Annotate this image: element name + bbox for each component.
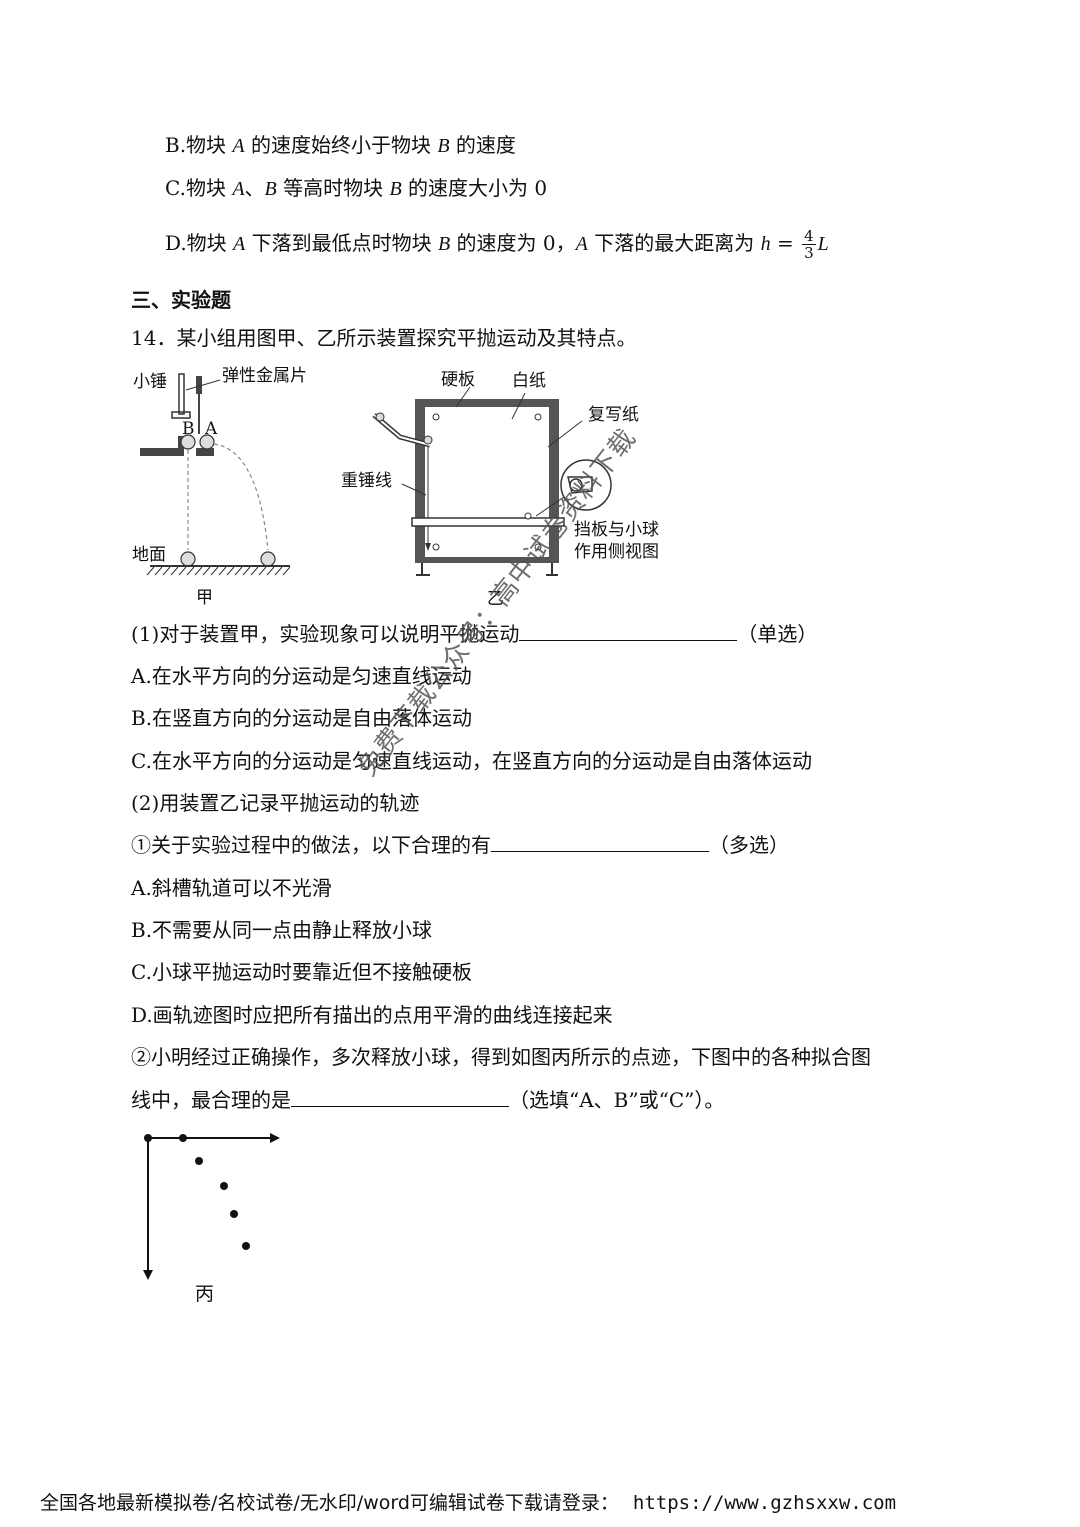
baffle: [411, 517, 565, 527]
label-board: 硬板: [441, 370, 475, 390]
figure-jia: [140, 373, 291, 576]
label-b: B: [182, 419, 195, 439]
answer-blank-2[interactable]: [491, 833, 709, 852]
ball-landed-b: [180, 551, 196, 567]
answer-blank-1[interactable]: [519, 622, 738, 641]
option-d-prev: D.物块 A 下落到最低点时物块 B 的速度为 0，A 下落的最大距离为 h =…: [165, 227, 829, 262]
spring-piece: [196, 376, 202, 394]
footer: 全国各地最新模拟卷/名校试卷/无水印/word可编辑试卷下载请登录： https:…: [40, 1488, 896, 1515]
footer-text: 全国各地最新模拟卷/名校试卷/无水印/word可编辑试卷下载请登录：: [40, 1492, 619, 1514]
q14-p21-option-c: C.小球平抛运动时要靠近但不接触硬板: [131, 960, 472, 984]
trace-point: [179, 1134, 187, 1142]
q14-stem: 14．某小组用图甲、乙所示装置探究平抛运动及其特点。: [131, 326, 637, 350]
footer-url[interactable]: https://www.gzhsxxw.com: [632, 1492, 897, 1514]
ball-landed-a: [260, 551, 276, 567]
option-c-prev: C.物块 A、B 等高时物块 B 的速度大小为 0: [165, 176, 548, 200]
hammer-handle: [178, 373, 185, 415]
q14-part2-1: ①关于实验过程中的做法，以下合理的有（多选）: [131, 833, 789, 857]
trace-point: [230, 1210, 238, 1218]
label-side-view-1: 挡板与小球: [574, 520, 659, 540]
q14-part2-2-line2: 线中，最合理的是（选填“A、B”或“C”）。: [131, 1088, 725, 1112]
option-b-prev: B.物块 A 的速度始终小于物块 B 的速度: [165, 133, 516, 157]
q14-part1: (1)对于装置甲，实验现象可以说明平抛运动（单选）: [131, 622, 818, 646]
q14-part2-2-line1: ②小明经过正确操作，多次释放小球，得到如图丙所示的点迹，下图中的各种拟合图: [131, 1045, 871, 1069]
figure-yi: [372, 386, 612, 576]
q14-p1-option-b: B.在竖直方向的分运动是自由落体运动: [131, 706, 473, 730]
label-a: A: [205, 419, 218, 439]
label-paper: 白纸: [512, 371, 546, 391]
label-plumb: 重锤线: [341, 471, 392, 491]
q14-part2: (2)用装置乙记录平抛运动的轨迹: [131, 791, 420, 815]
label-spring: 弹性金属片: [222, 366, 307, 386]
caption-jia: 甲: [196, 588, 213, 608]
label-ground: 地面: [132, 545, 166, 565]
caption-yi: 乙: [487, 589, 504, 609]
q14-p1-option-c: C.在水平方向的分运动是匀速直线运动，在竖直方向的分运动是自由落体运动: [131, 749, 812, 773]
answer-blank-3[interactable]: [291, 1088, 509, 1107]
q14-p1-option-a: A.在水平方向的分运动是匀速直线运动: [131, 664, 472, 688]
trace-point: [242, 1242, 250, 1250]
figure-bing: [143, 1133, 280, 1280]
ball-b: [180, 434, 196, 450]
q14-p21-option-a: A.斜槽轨道可以不光滑: [131, 876, 332, 900]
caption-bing: 丙: [195, 1283, 215, 1305]
label-carbon: 复写纸: [588, 405, 639, 425]
white-paper: [425, 407, 549, 557]
trace-point: [144, 1134, 152, 1142]
section-title: 三、实验题: [131, 288, 231, 312]
label-side-view-2: 作用侧视图: [574, 542, 659, 562]
label-hammer: 小锤: [133, 372, 167, 392]
trace-point: [195, 1157, 203, 1165]
q14-p21-option-b: B.不需要从同一点由静止释放小球: [131, 918, 433, 942]
q14-p21-option-d: D.画轨迹图时应把所有描出的点用平滑的曲线连接起来: [131, 1003, 613, 1027]
hammer-head: [171, 411, 191, 419]
trace-point: [220, 1182, 228, 1190]
ball-a: [199, 434, 215, 450]
platform: [140, 448, 184, 456]
